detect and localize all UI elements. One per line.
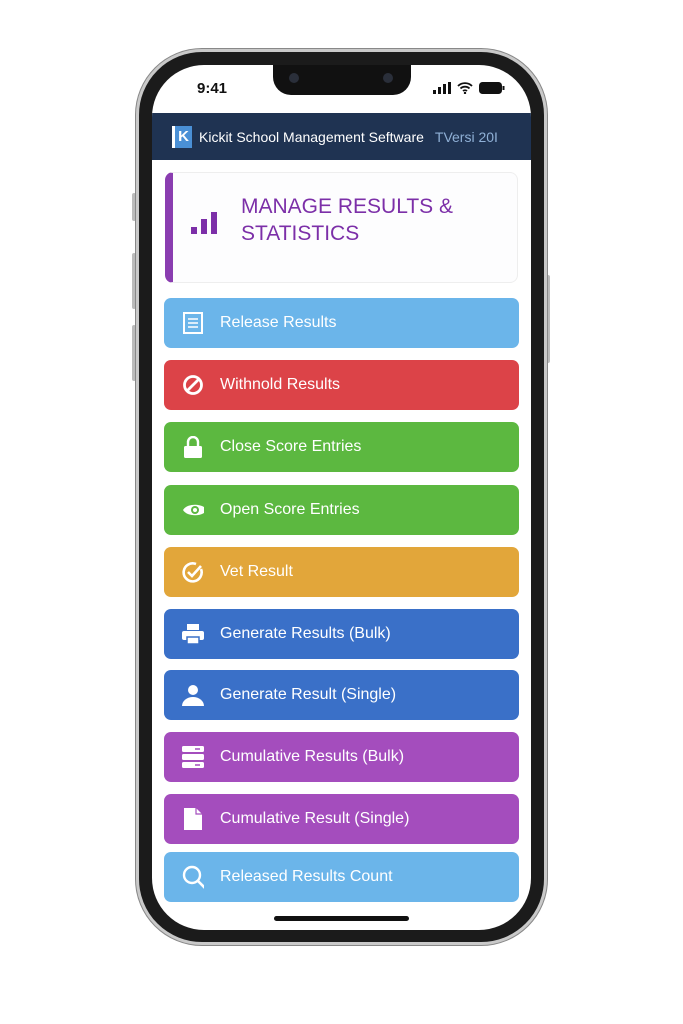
status-time: 9:41 [197,80,228,97]
screen: 9:41 K Kickit School Management Seftware… [152,65,531,930]
volume-down-button [132,325,136,381]
app-header: K Kickit School Management Seftware TVer… [152,113,531,160]
button-label: Released Results Count [220,868,393,885]
button-released-results-count[interactable]: Released Results Count [164,852,519,902]
lock-icon [182,436,204,458]
button-label: Generate Result (Single) [220,686,397,703]
signal-icon [433,82,451,94]
button-label: Release Results [220,314,337,331]
button-generate-result-single[interactable]: Generate Result (Single) [164,670,519,720]
mute-switch [132,193,136,221]
button-label: Withnold Results [220,376,341,393]
power-button [546,275,550,363]
button-vet-result[interactable]: Vet Result [164,547,519,597]
section-header-card: MANAGE RESULTS & STATISTICS [165,172,518,283]
button-cumulative-results-bulk[interactable]: Cumulative Results (Bulk) [164,732,519,782]
document-icon [182,312,204,334]
home-indicator[interactable] [274,916,409,921]
button-label: Vet Result [220,563,293,580]
search-icon [182,865,204,889]
page-title: MANAGE RESULTS & STATISTICS [241,194,453,245]
status-icons [433,82,505,94]
button-withnold-results[interactable]: Withnold Results [164,360,519,410]
app-title: Kickit School Management Seftware [199,128,424,145]
bar-chart-icon [191,211,217,234]
check-circle-icon [182,561,204,583]
button-label: Generate Results (Bulk) [220,625,391,642]
file-icon [182,808,204,830]
server-icon [182,746,204,768]
app-version: TVersi 20I [434,128,498,145]
button-open-score-entries[interactable]: Open Score Entries [164,485,519,535]
user-icon [182,684,204,706]
ban-icon [182,374,204,396]
button-label: Cumulative Result (Single) [220,810,410,827]
eye-icon [182,499,204,521]
printer-icon [182,623,204,645]
button-label: Cumulative Results (Bulk) [220,748,405,765]
volume-up-button [132,253,136,309]
wifi-icon [457,82,473,94]
button-release-results[interactable]: Release Results [164,298,519,348]
button-generate-results-bulk[interactable]: Generate Results (Bulk) [164,609,519,659]
button-cumulative-result-single[interactable]: Cumulative Result (Single) [164,794,519,844]
app-logo: K [172,125,192,148]
battery-icon [479,82,505,94]
button-label: Close Score Entries [220,438,362,455]
notch [273,65,411,95]
button-close-score-entries[interactable]: Close Score Entries [164,422,519,472]
button-label: Open Score Entries [220,501,360,518]
